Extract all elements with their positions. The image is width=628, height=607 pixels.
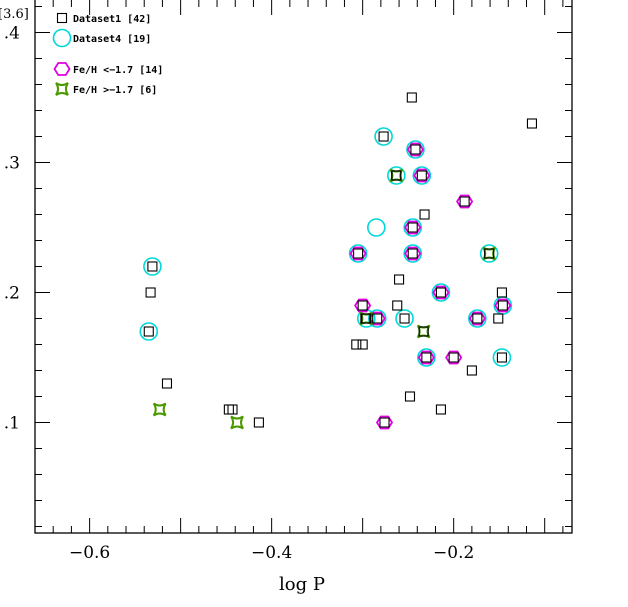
square-point xyxy=(416,170,427,181)
legend-label: Dataset4 [19] xyxy=(73,34,151,45)
square-point xyxy=(357,339,368,350)
axis-labels: log P [3.6] xyxy=(0,7,325,595)
y-tick-label: .2 xyxy=(4,284,20,304)
square-point xyxy=(379,417,390,428)
square-point xyxy=(435,404,446,415)
hexagon-point xyxy=(375,415,394,430)
star-point xyxy=(230,415,244,430)
square-point xyxy=(399,313,410,324)
square-point xyxy=(406,92,417,103)
series-hexagon xyxy=(349,142,512,430)
square-point xyxy=(392,300,403,311)
plot-border xyxy=(34,0,573,534)
square-point xyxy=(466,365,477,376)
square-point xyxy=(145,287,156,298)
square-point xyxy=(223,404,234,415)
square-point xyxy=(472,313,483,324)
square-point xyxy=(421,352,432,363)
square-point xyxy=(372,313,383,324)
square-point xyxy=(496,287,507,298)
circle-point xyxy=(387,166,406,185)
circle-point xyxy=(374,127,393,146)
legend-circle-icon xyxy=(52,28,72,48)
x-tick-label: −0.4 xyxy=(251,543,292,563)
hexagon-point xyxy=(406,142,425,157)
square-point xyxy=(496,352,507,363)
circle-point xyxy=(479,244,499,263)
y-axis-title: [3.6] xyxy=(0,7,29,22)
square-point xyxy=(351,339,362,350)
hexagon-point xyxy=(494,298,512,313)
legend-label: Dataset1 [42] xyxy=(73,14,151,25)
hexagon-point xyxy=(445,350,463,365)
circle-point xyxy=(139,322,159,341)
square-point xyxy=(147,261,158,272)
square-point xyxy=(418,326,429,337)
square-point xyxy=(394,274,405,285)
legend: Dataset1 [42] Dataset4 [19] Fe/H <−1.7 [14… xyxy=(52,12,163,96)
hexagon-point xyxy=(413,168,431,183)
axis-ticks: −0.6 −0.4 −0.2 .1 .2 .3 .4 xyxy=(4,0,572,563)
square-point xyxy=(391,170,402,181)
square-point xyxy=(357,300,368,311)
square-point xyxy=(497,300,508,311)
hexagon-point xyxy=(354,298,372,313)
x-tick-label: −0.2 xyxy=(433,543,474,563)
circle-point xyxy=(395,309,414,328)
y-tick-label: .4 xyxy=(4,24,20,44)
circle-point xyxy=(492,348,512,367)
square-point xyxy=(253,417,264,428)
hexagon-point xyxy=(417,350,435,365)
square-point xyxy=(484,248,495,259)
plot-frame xyxy=(34,0,573,534)
square-point xyxy=(353,248,364,259)
hexagon-point xyxy=(404,220,422,235)
square-point xyxy=(435,287,446,298)
hexagon-point xyxy=(456,194,474,209)
star-point xyxy=(152,402,167,417)
square-point xyxy=(404,391,416,402)
y-tick-label: .3 xyxy=(4,154,20,174)
hexagon-point xyxy=(468,311,486,326)
legend-hexagon-icon xyxy=(53,62,71,76)
square-point xyxy=(143,326,154,337)
square-point xyxy=(526,118,538,129)
legend-label: Fe/H <−1.7 [14] xyxy=(73,65,163,76)
legend-square-icon xyxy=(56,12,68,24)
square-point xyxy=(227,404,238,415)
square-point xyxy=(448,352,459,363)
legend-star-icon xyxy=(55,82,69,96)
square-point xyxy=(407,222,418,233)
hexagon-point xyxy=(349,246,367,261)
square-point xyxy=(161,378,173,389)
legend-label: Fe/H >−1.7 [6] xyxy=(73,85,157,96)
square-point xyxy=(493,313,504,324)
square-point xyxy=(459,196,470,207)
square-point xyxy=(419,209,430,220)
series-circle xyxy=(139,127,513,367)
square-point xyxy=(410,144,421,155)
series-square xyxy=(143,92,538,428)
x-tick-label: −0.6 xyxy=(69,543,110,563)
data-markers xyxy=(139,92,538,430)
circle-point xyxy=(143,257,162,276)
x-axis-title: log P xyxy=(279,574,325,595)
square-point xyxy=(361,313,372,324)
y-tick-label: .1 xyxy=(4,414,20,434)
square-point xyxy=(407,248,418,259)
hexagon-point xyxy=(432,285,450,300)
circle-point xyxy=(367,218,386,237)
hexagon-point xyxy=(404,246,422,261)
square-point xyxy=(378,131,389,142)
